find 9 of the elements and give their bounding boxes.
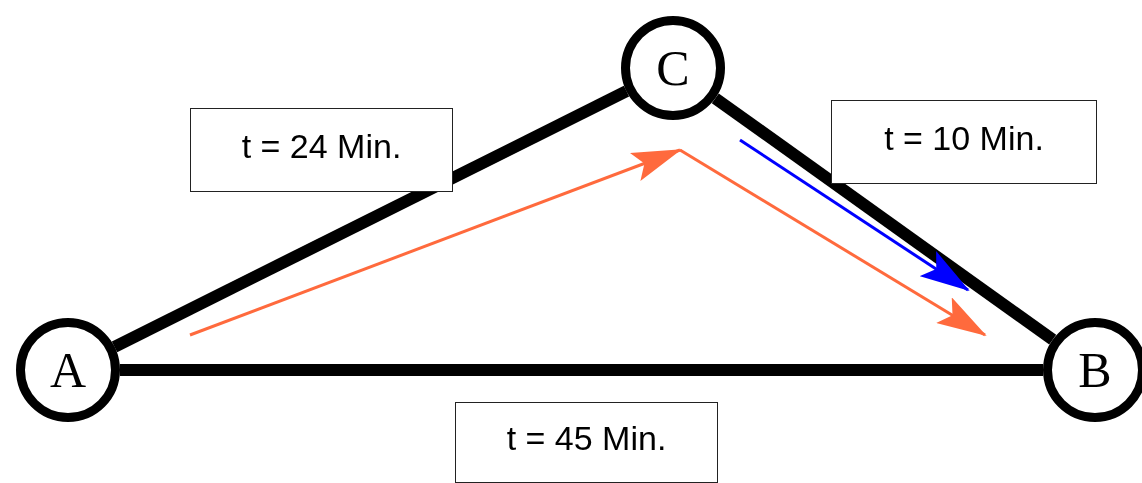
connector-line [711,93,1057,345]
connector-line [111,85,630,353]
edge-label: t = 24 Min. [190,108,453,192]
connector-line [120,364,1043,376]
node-label: B [1078,345,1112,395]
node-label: C [656,43,690,93]
edge-label: t = 10 Min. [831,100,1097,184]
node-label: A [49,345,87,395]
edge-label: t = 45 Min. [455,402,718,483]
